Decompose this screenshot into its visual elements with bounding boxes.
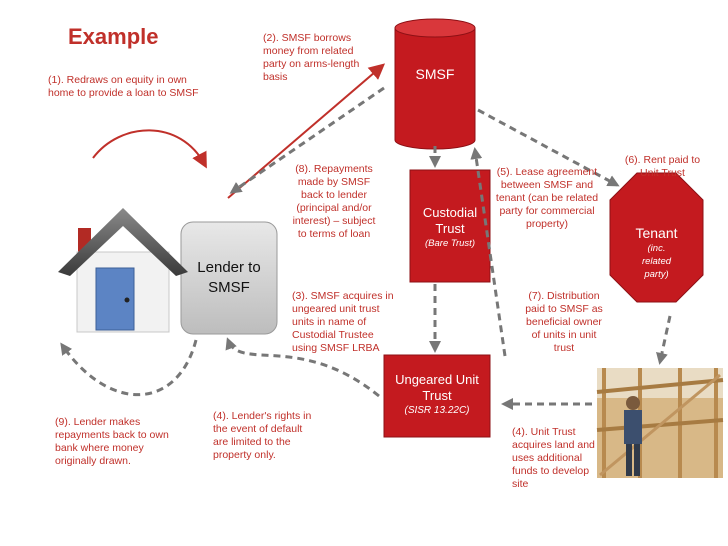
unit-trust-label: Ungeared Unit Trust (SISR 13.22C) — [384, 372, 490, 417]
custodial-trust-sub: (Bare Trust) — [425, 238, 475, 249]
tenant-label: Tenant (inc. related party) — [610, 224, 703, 281]
step-7-line: trust — [553, 342, 575, 354]
step-4a-line: are limited to the — [213, 436, 291, 448]
tenant-sub-line1: (inc. — [647, 243, 666, 254]
step-9-label: (9). Lender makes repayments back to own… — [55, 416, 195, 468]
custodial-trust-line2: Trust — [435, 221, 465, 236]
step-3-label: (3). SMSF acquires in ungeared unit trus… — [292, 290, 412, 355]
step-3-line: ungeared unit trust — [292, 303, 380, 315]
step-7-line: paid to SMSF as — [525, 303, 603, 315]
step-3-line: Custodial Trustee — [292, 329, 374, 341]
step-6-label: (6). Rent paid to Unit Trust — [615, 154, 710, 180]
smsf-cylinder — [394, 18, 476, 150]
step-1-label: (1). Redraws on equity in own home to pr… — [48, 74, 218, 100]
step-9-line: repayments back to own — [55, 429, 169, 441]
arrow-distribution-to-smsf — [470, 147, 507, 357]
step-4b-line: acquires land and — [512, 439, 595, 451]
page-title: Example — [68, 24, 159, 49]
step-8-line: (8). Repayments — [295, 163, 373, 175]
arrow-repayment-to-lender — [229, 86, 385, 194]
step-5-line: between SMSF and — [500, 179, 594, 191]
unit-trust-box — [383, 354, 491, 438]
step-6-line: Unit Trust — [640, 167, 685, 179]
step-2-line: (2). SMSF borrows — [263, 32, 352, 44]
tenant-octagon — [609, 172, 704, 303]
step-4b-line: funds to develop — [512, 465, 590, 477]
step-8-line: interest) – subject — [292, 215, 376, 227]
custodial-trust-line1: Custodial — [422, 205, 478, 220]
construction-photo — [596, 368, 724, 478]
step-4a-line: (4). Lender's rights in — [213, 410, 312, 422]
tenant-main: Tenant — [635, 225, 678, 241]
arrow-lender-rights-to-property — [225, 337, 380, 398]
step-2-line: party on arms-length — [263, 58, 360, 70]
custodial-trust-label: Custodial Trust (Bare Trust) — [410, 205, 490, 250]
step-4a-line: the event of default — [213, 423, 303, 435]
step-7-line: beneficial owner — [526, 316, 602, 328]
step-3-line: (3). SMSF acquires in — [292, 290, 394, 302]
step-9-line: (9). Lender makes — [55, 416, 141, 428]
step-3-line: units in name of — [292, 316, 367, 328]
tenant-sub-line3: party) — [644, 269, 669, 280]
step-5-line: party for commercial — [499, 205, 595, 217]
step-6-line: (6). Rent paid to — [624, 154, 701, 166]
step-4b-line: uses additional — [512, 452, 583, 464]
step-7-line: of units in unit — [531, 329, 597, 341]
unit-trust-line1: Ungeared Unit — [395, 372, 479, 387]
step-7-label: (7). Distribution paid to SMSF as benefi… — [514, 290, 614, 355]
arrow-redraw-equity — [92, 129, 207, 169]
step-2-line: basis — [263, 71, 288, 83]
step-4b-line: (4). Unit Trust — [512, 426, 576, 438]
step-5-line: (5). Lease agreement — [496, 166, 598, 178]
step-8-line: made by SMSF — [297, 176, 371, 188]
step-8-line: (principal and/or — [296, 202, 372, 214]
step-3-line: using SMSF LRBA — [292, 342, 380, 354]
smsf-label: SMSF — [415, 66, 455, 82]
step-8-label: (8). Repayments made by SMSF back to len… — [284, 163, 384, 241]
unit-trust-line2: Trust — [422, 388, 452, 403]
lender-label: Lender to SMSF — [181, 258, 277, 298]
lender-label-line1: Lender to — [197, 259, 261, 276]
step-7-line: (7). Distribution — [528, 290, 600, 302]
step-9-line: bank where money — [55, 442, 144, 454]
tenant-sub-line2: related — [641, 256, 672, 267]
lender-label-line2: SMSF — [208, 279, 250, 296]
step-5-line: property) — [525, 218, 568, 230]
step-4b-label: (4). Unit Trust acquires land and uses a… — [512, 426, 612, 491]
step-4a-label: (4). Lender's rights in the event of def… — [213, 410, 333, 462]
step-2-line: money from related — [263, 45, 354, 57]
unit-trust-sub: (SISR 13.22C) — [404, 405, 470, 416]
step-1-line: (1). Redraws on equity in own — [48, 74, 187, 86]
step-8-line: to terms of loan — [297, 228, 371, 240]
step-1-line: home to provide a loan to SMSF — [48, 87, 199, 99]
arrow-repay-own-bank — [60, 339, 198, 397]
lender-box — [180, 221, 278, 335]
step-5-line: tenant (can be related — [495, 192, 599, 204]
step-5-label: (5). Lease agreement between SMSF and te… — [490, 166, 604, 231]
arrow-rent-to-unit-trust — [656, 315, 672, 365]
house-icon — [58, 208, 188, 333]
step-4b-line: site — [512, 478, 529, 490]
step-2-label: (2). SMSF borrows money from related par… — [263, 32, 383, 84]
step-4a-line: property only. — [213, 449, 276, 461]
step-9-line: originally drawn. — [55, 455, 131, 467]
step-8-line: back to lender — [301, 189, 367, 201]
arrow-lease-smsf-to-tenant — [477, 108, 620, 187]
custodial-trust-box — [409, 169, 491, 283]
